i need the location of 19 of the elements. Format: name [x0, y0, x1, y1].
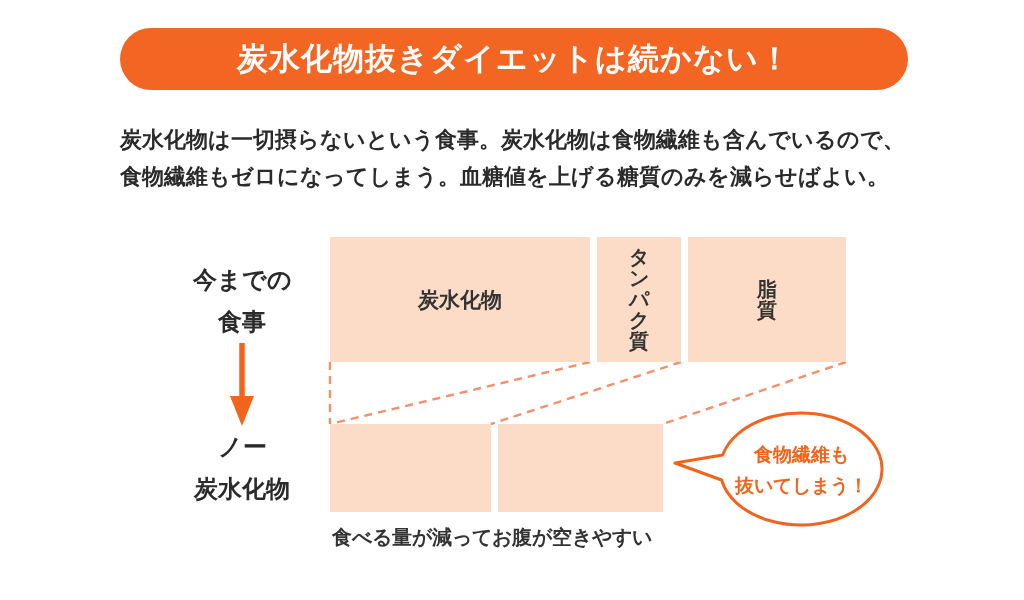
row-label: ノー炭水化物 — [194, 426, 290, 510]
bubble-text: 食物繊維も抜いてしまう！ — [734, 442, 868, 498]
title-banner: 炭水化物抜きダイエットは続かない！ — [120, 28, 908, 90]
arrow — [230, 343, 254, 426]
dashed-line — [329, 360, 591, 426]
intro-text: 炭水化物は一切摂らないという食事。炭水化物は食物繊維も含んでいるので、食物繊維もゼロになってしまう。血糖値を上げる糖質のみを減らせばよい。 — [120, 126, 905, 191]
dashed-line — [328, 362, 332, 424]
bar-segment — [330, 424, 491, 512]
bar-segment — [688, 237, 846, 362]
speech-bubble — [672, 410, 886, 528]
bar-label: タンパク質 — [628, 247, 650, 352]
note-text: 食べる量が減ってお腹が空きやすい — [332, 525, 652, 551]
bar-label: 炭水化物 — [418, 286, 502, 313]
bar-segment — [498, 424, 663, 512]
row-label: 今までの食事 — [192, 259, 292, 343]
bar-segment — [597, 237, 681, 362]
bar-label: 脂質 — [756, 278, 778, 321]
dashed-line — [490, 360, 682, 426]
bar-segment — [330, 237, 590, 362]
